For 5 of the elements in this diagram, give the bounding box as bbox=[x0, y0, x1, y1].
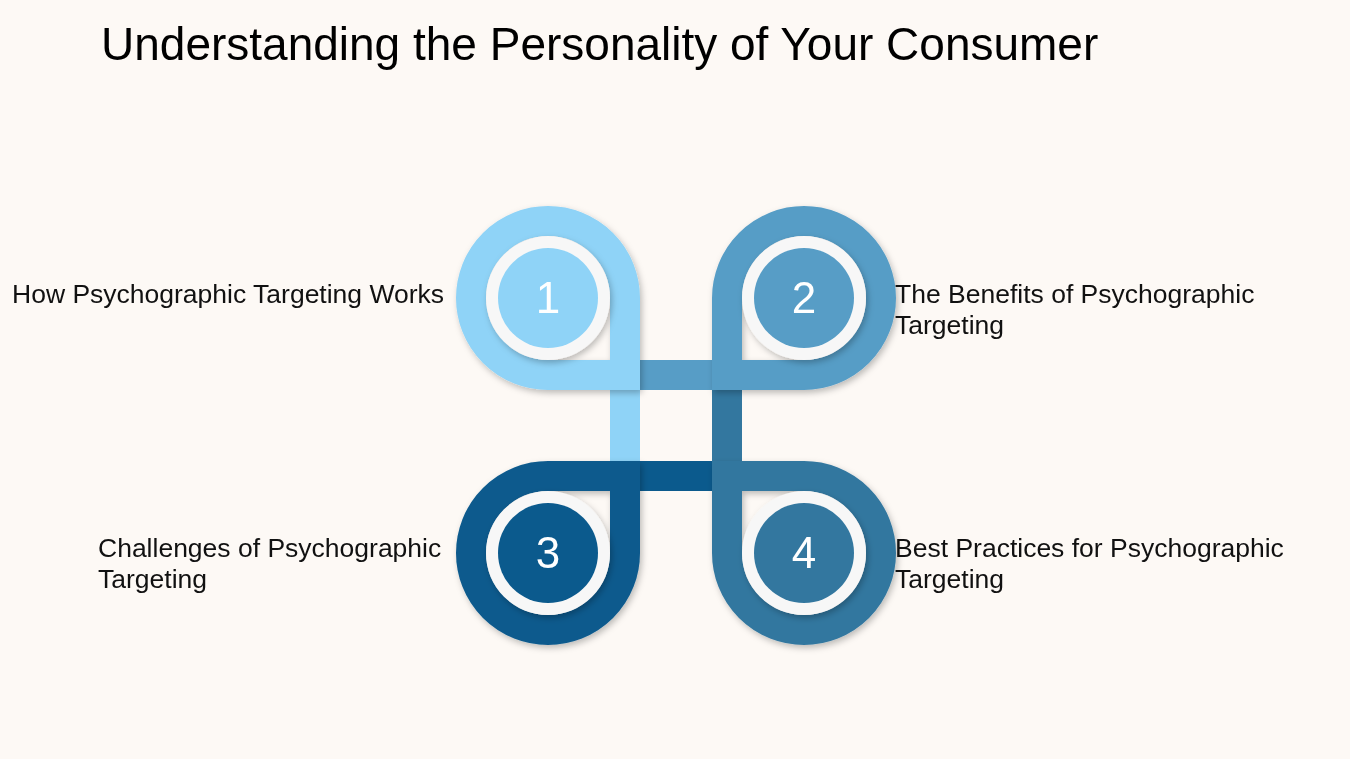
topic-label: Best Practices for Psychographic Targeting bbox=[895, 533, 1285, 595]
topic-label: The Benefits of Psychographic Targeting bbox=[895, 279, 1256, 341]
topic-label: Challenges of Psychographic Targeting bbox=[98, 533, 443, 595]
title: Understanding the Personality of Your Consumer bbox=[101, 17, 1099, 72]
topic-label: How Psychographic Targeting Works bbox=[12, 279, 446, 310]
